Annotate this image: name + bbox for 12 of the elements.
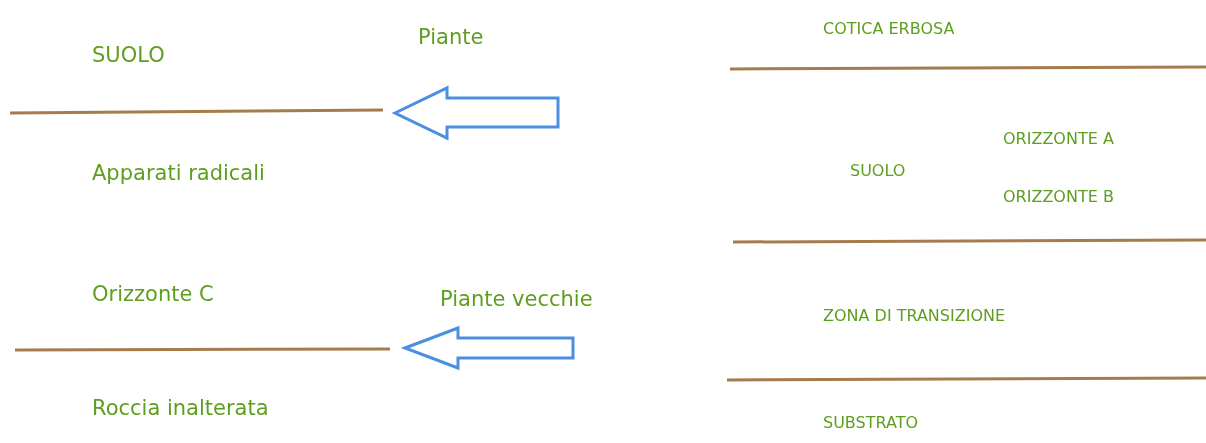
layer-label: ORIZZONTE B: [1003, 188, 1114, 206]
layer-label: SUBSTRATO: [823, 414, 919, 432]
layer-label: ORIZZONTE A: [1003, 130, 1114, 148]
layer-label: SUOLO: [850, 162, 906, 180]
layer-label: Apparati radicali: [92, 162, 265, 186]
layer-label: Roccia inalterata: [92, 397, 269, 421]
layer-label: Orizzonte C: [92, 283, 214, 307]
layer-label: ZONA DI TRANSIZIONE: [823, 307, 1006, 325]
layer-label: Piante vecchie: [440, 288, 593, 312]
layer-label: Piante: [418, 26, 484, 50]
layer-label: SUOLO: [92, 44, 165, 68]
layer-label: COTICA ERBOSA: [823, 20, 955, 38]
